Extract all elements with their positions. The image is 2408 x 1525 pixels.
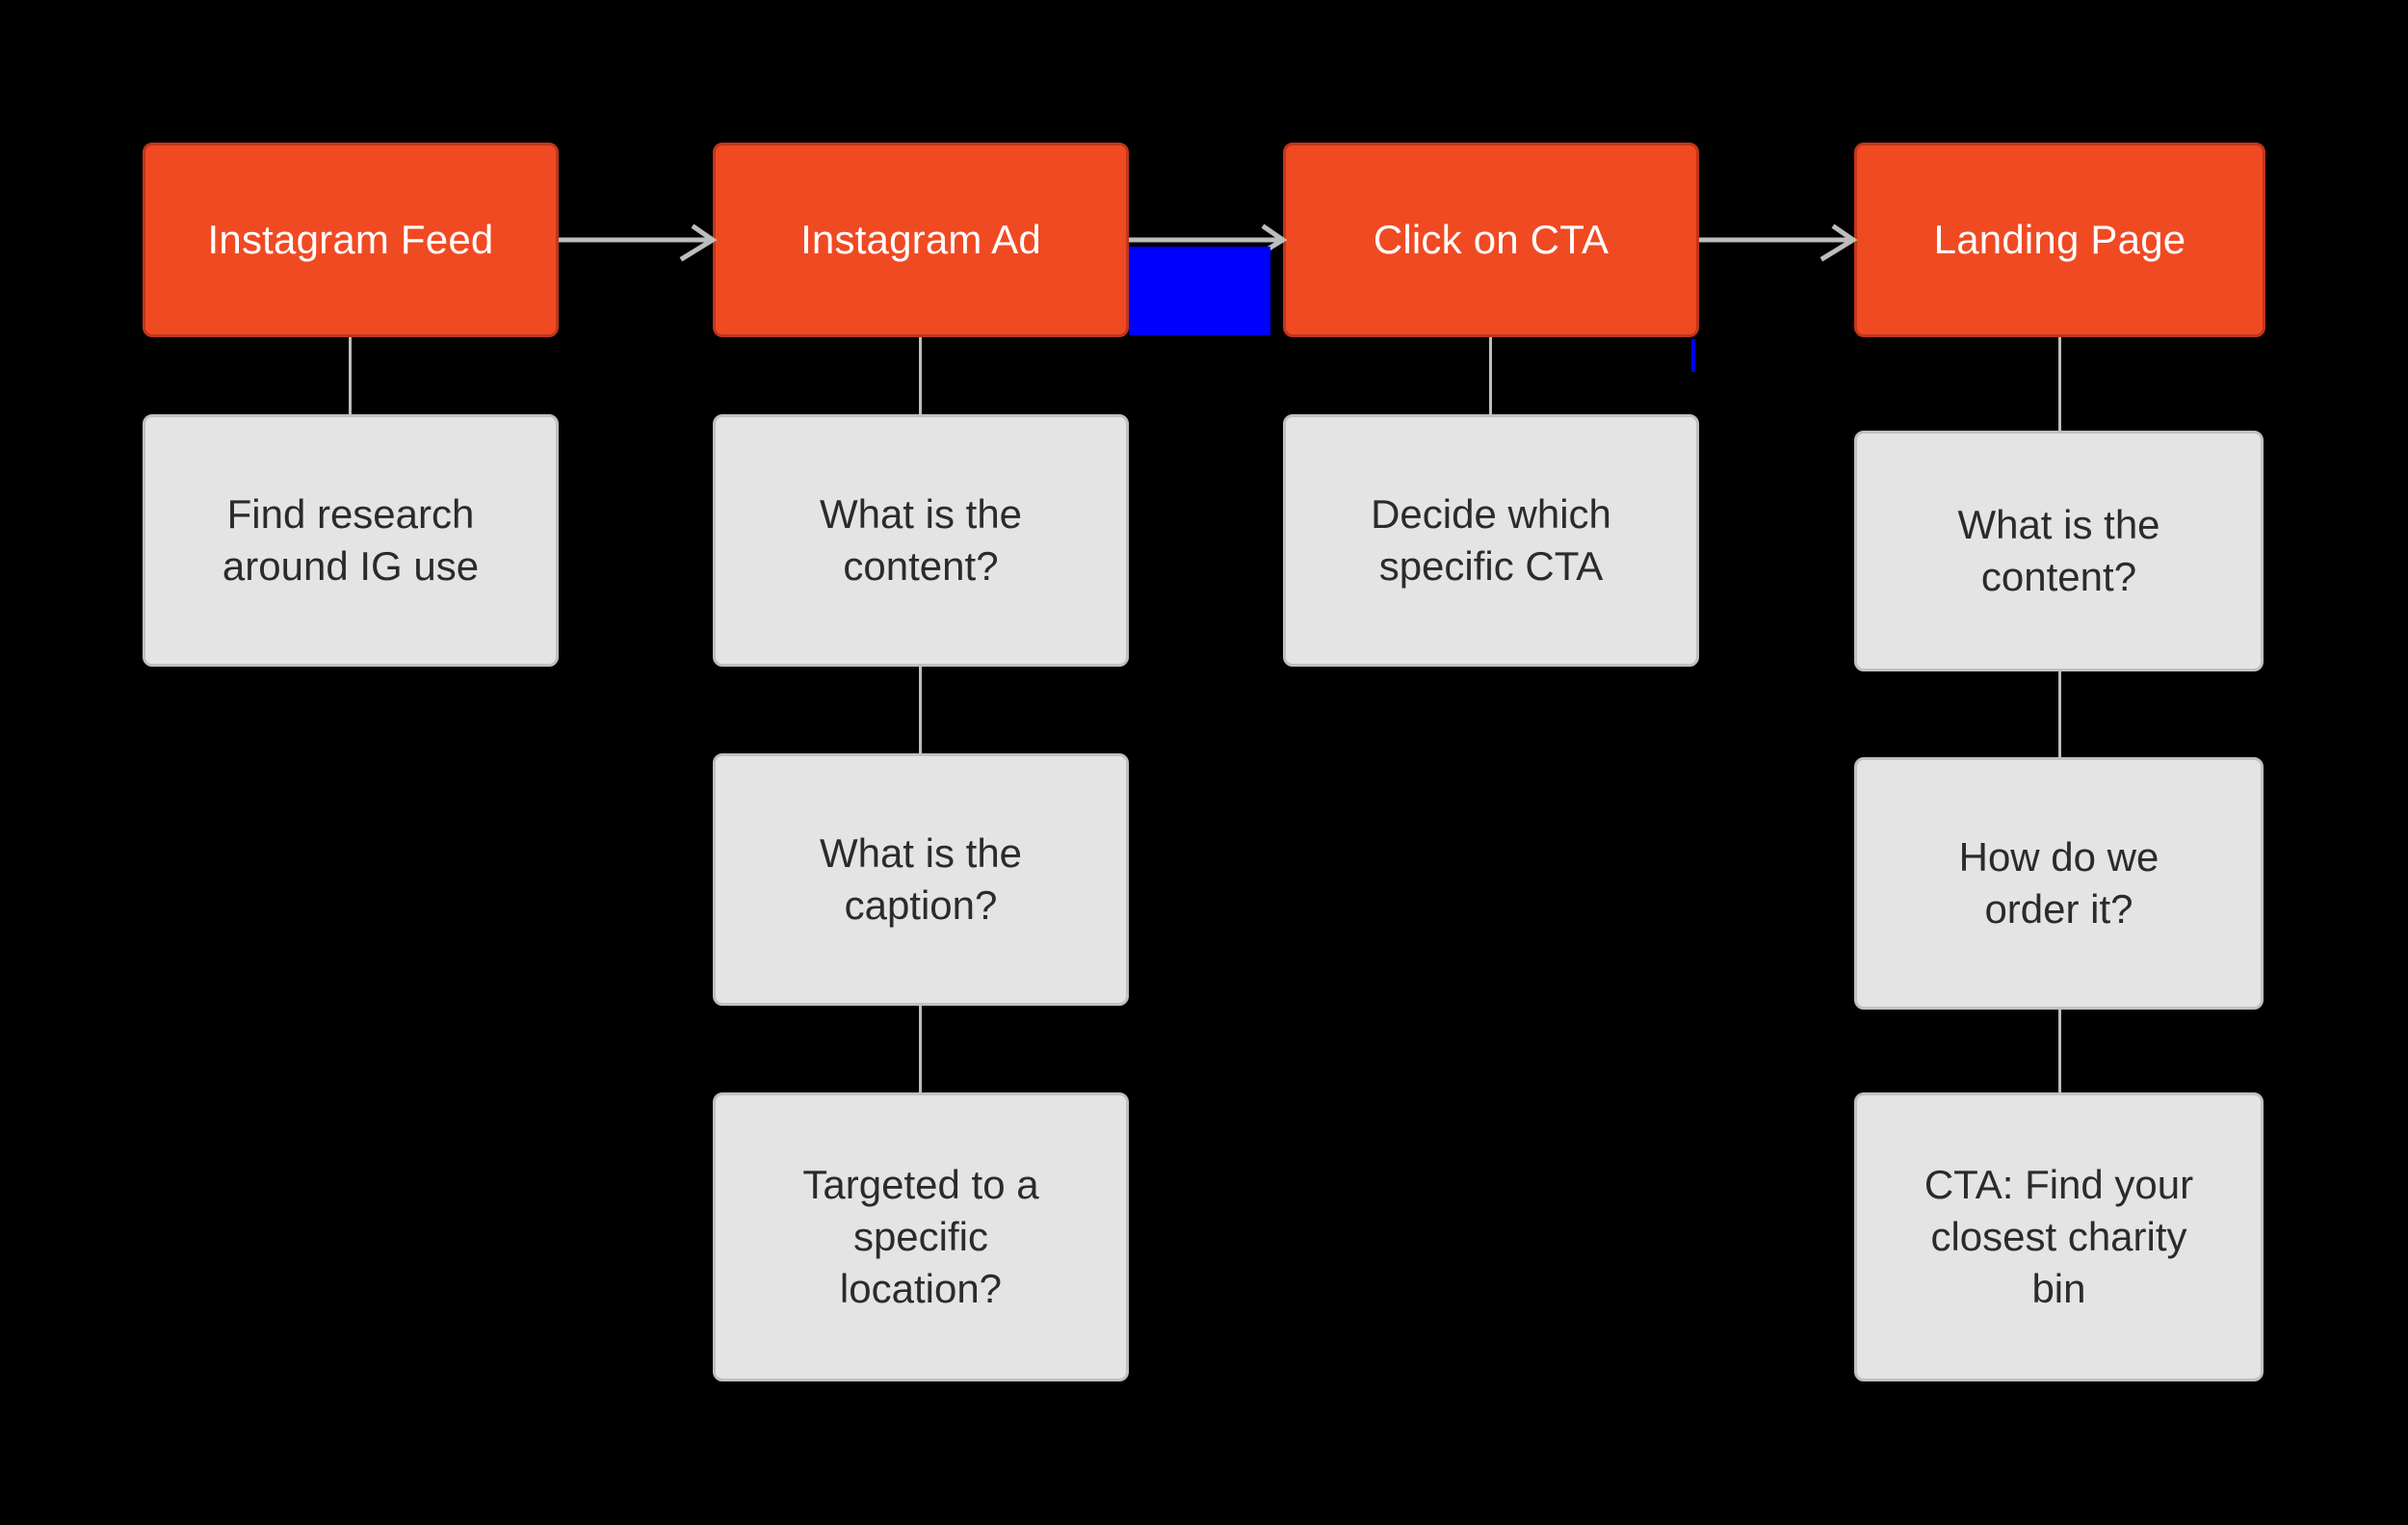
note-node-landing-content[interactable]: What is the content? [1854,431,2264,671]
note-node-ad-caption[interactable]: What is the caption? [713,753,1129,1006]
connector-feed-to-note-1 [349,337,352,414]
stage-node-click-on-cta[interactable]: Click on CTA [1283,143,1699,337]
note-text: CTA: Find your closest charity bin [1924,1162,2194,1311]
stage-node-instagram-feed[interactable]: Instagram Feed [143,143,559,337]
connector-ad-note-2-to-3 [919,1006,922,1092]
stage-node-instagram-ad[interactable]: Instagram Ad [713,143,1129,337]
note-node-ad-targeting[interactable]: Targeted to a specific location? [713,1092,1129,1381]
note-node-landing-cta[interactable]: CTA: Find your closest charity bin [1854,1092,2264,1381]
blue-highlight-line [1691,339,1695,372]
note-node-landing-order[interactable]: How do we order it? [1854,757,2264,1010]
arrow-cta-to-landing [1699,223,1859,262]
stage-label: Landing Page [1933,217,2186,262]
connector-ad-to-note-1 [919,337,922,414]
note-text: Targeted to a specific location? [802,1162,1039,1311]
note-text: Decide which specific CTA [1371,491,1611,589]
connector-landing-note-2-to-3 [2058,1010,2061,1092]
note-text: How do we order it? [1958,834,2159,932]
note-text: What is the content? [819,491,1023,589]
note-node-find-research[interactable]: Find research around IG use [143,414,559,667]
connector-landing-to-note-1 [2058,337,2061,431]
stage-label: Click on CTA [1373,217,1610,262]
connector-landing-note-1-to-2 [2058,671,2061,757]
note-text: What is the content? [1957,502,2160,599]
stage-label: Instagram Ad [800,217,1041,262]
arrow-feed-to-ad [559,223,719,262]
stage-node-landing-page[interactable]: Landing Page [1854,143,2265,337]
stage-label: Instagram Feed [207,217,494,262]
blue-highlight-block [1129,247,1270,335]
note-node-decide-cta[interactable]: Decide which specific CTA [1283,414,1699,667]
note-text: What is the caption? [819,830,1023,928]
note-node-ad-content[interactable]: What is the content? [713,414,1129,667]
connector-ad-note-1-to-2 [919,667,922,753]
note-text: Find research around IG use [222,491,480,589]
connector-cta-to-note-1 [1489,337,1492,414]
